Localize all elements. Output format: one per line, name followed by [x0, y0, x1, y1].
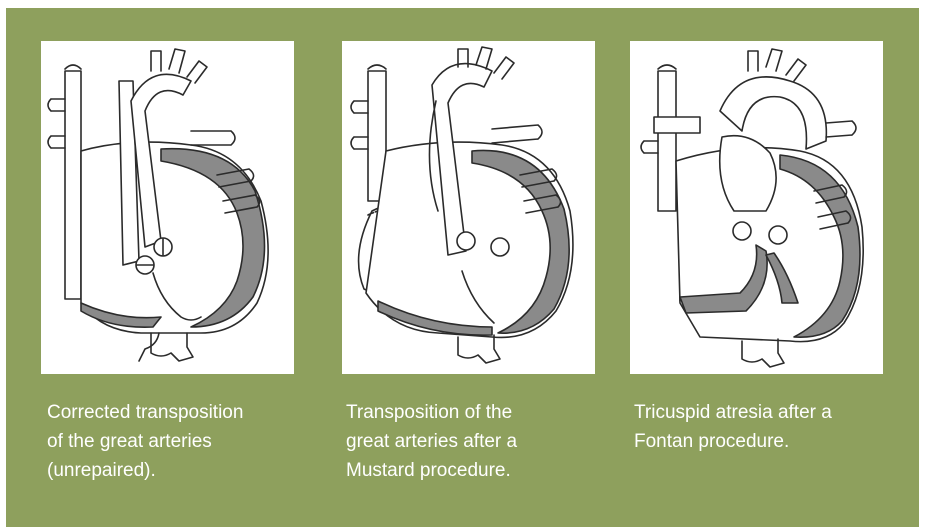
figure-2-caption: Transposition of the great arteries afte…: [346, 398, 596, 485]
heart-diagram-corrected-transposition-icon: [41, 41, 294, 374]
figure-2-frame: [342, 41, 595, 374]
heart-diagram-mustard-procedure-icon: [342, 41, 595, 374]
figure-3-caption: Tricuspid atresia after a Fontan procedu…: [634, 398, 884, 456]
figure-3-frame: [630, 41, 883, 374]
heart-diagram-fontan-procedure-icon: [630, 41, 883, 374]
figure-1-frame: [41, 41, 294, 374]
figure-1-caption: Corrected transposition of the great art…: [47, 398, 297, 485]
figure-panel: Corrected transposition of the great art…: [6, 8, 919, 527]
